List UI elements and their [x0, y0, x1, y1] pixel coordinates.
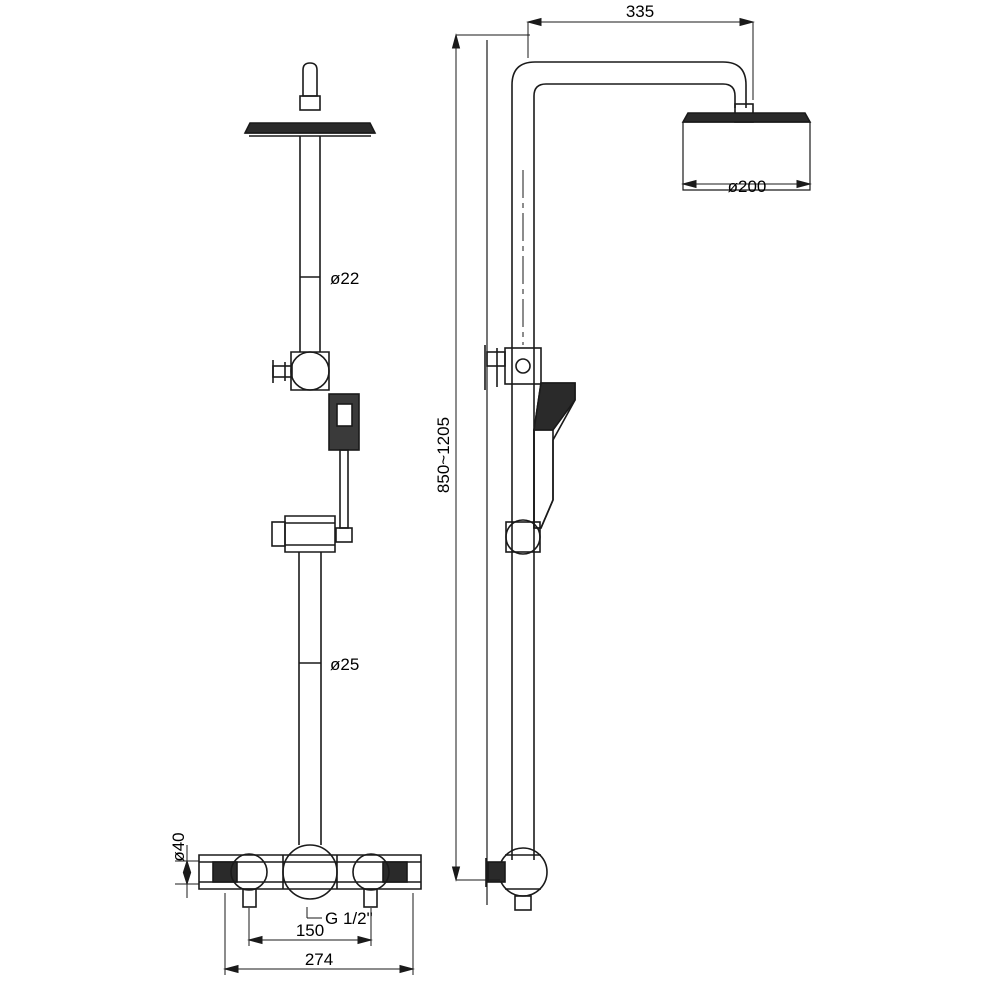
dim-335-line — [526, 17, 755, 100]
side-hand-shower — [533, 382, 576, 529]
dimension-lines-group — [175, 17, 812, 975]
side-shower-head — [681, 112, 812, 191]
dim-height-line — [451, 33, 530, 882]
dim-label-riser-diameter: ø22 — [330, 269, 359, 288]
front-valve-body — [198, 844, 422, 908]
side-upper-bracket — [484, 345, 542, 390]
dim-label-main-pipe-diameter: ø25 — [330, 655, 359, 674]
front-main-pipe — [298, 552, 322, 845]
front-shower-head — [243, 122, 377, 137]
front-upper-bracket — [272, 351, 330, 391]
dim-label-height-range: 850~1205 — [434, 417, 453, 493]
side-riser-pipe — [511, 330, 535, 860]
dim-label-inlet-thread: G 1/2" — [325, 909, 373, 928]
dim-label-arm-projection: 335 — [626, 2, 654, 21]
side-lower-bracket — [505, 519, 541, 555]
dim-thread-leader — [306, 907, 322, 919]
front-top-stem — [299, 62, 321, 111]
dim-40-leader — [175, 845, 199, 898]
dim-200-line — [681, 179, 812, 189]
front-riser-pipe — [299, 136, 321, 352]
dim-label-inlet-centers: 150 — [296, 921, 324, 940]
front-hand-shower — [328, 393, 360, 543]
dim-label-overall-width: 274 — [305, 950, 333, 969]
side-valve-body — [485, 847, 548, 911]
dim-274-line — [223, 893, 415, 975]
side-view-group — [484, 40, 812, 911]
dim-label-valve-diameter: ø40 — [169, 832, 188, 861]
side-shower-arm — [511, 61, 754, 330]
dimension-text-group: 335 ø200 850~1205 ø22 ø25 ø40 G 1/2" 150… — [169, 2, 766, 969]
front-lower-bracket — [271, 515, 336, 553]
dim-label-head-diameter: ø200 — [728, 177, 767, 196]
front-view-group — [198, 62, 422, 908]
dim-150-line — [247, 908, 373, 946]
